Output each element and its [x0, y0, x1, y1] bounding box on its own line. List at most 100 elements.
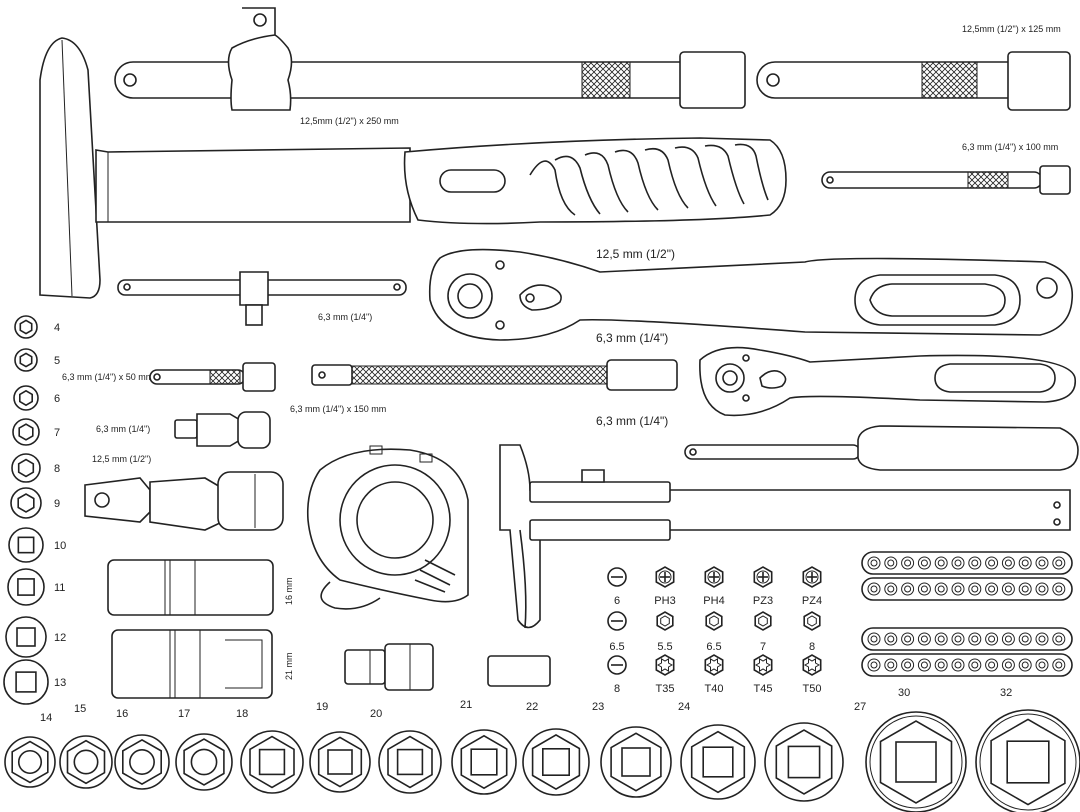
caliper [499, 444, 1071, 629]
bit: T40 [704, 654, 724, 695]
bit: 5.5 [656, 611, 674, 653]
big-socket: 22 [522, 701, 590, 796]
ext-100-label: 6,3 mm (1/4") x 100 mm [962, 142, 1058, 152]
breaker-bar-label: 12,5mm (1/2") x 250 mm [300, 116, 399, 126]
bit: 7 [754, 611, 772, 653]
ujoint-large: 12,5 mm (1/2") [84, 454, 284, 531]
big-socket: 19 [309, 701, 371, 793]
bit: PH3 [654, 566, 676, 607]
big-socket-label: 27 [854, 701, 866, 713]
big-socket-label: 18 [236, 708, 248, 720]
big-sockets: 14 15 16 17 18 19 20 21 22 23 24 27 30 32 [4, 687, 1080, 812]
spark-21-label: 21 mm [284, 652, 294, 680]
big-socket: 16 [114, 708, 170, 790]
small-socket-label: 7 [54, 427, 60, 439]
small-socket: 10 [8, 527, 66, 563]
big-socket: 30 [865, 687, 967, 812]
extension-125: 12,5mm (1/2") x 125 mm [756, 24, 1071, 111]
bit-label: 6.5 [706, 641, 721, 653]
extension-50: 6,3 mm (1/4") x 50 mm [62, 362, 276, 392]
flex-ext-label: 6,3 mm (1/4") x 150 mm [290, 404, 386, 414]
big-socket-label: 22 [526, 701, 538, 713]
small-socket-label: 5 [54, 355, 60, 367]
bit: 6 [607, 567, 627, 607]
bit-label: 6.5 [609, 641, 624, 653]
big-socket-label: 23 [592, 701, 604, 713]
small-socket: 7 [12, 418, 60, 446]
small-socket: 11 [7, 568, 65, 606]
big-socket-label: 17 [178, 708, 190, 720]
small-tbar: 6,3 mm (1/4") [117, 271, 407, 326]
spark-socket-16: 16 mm [107, 559, 294, 616]
bit-label: T40 [705, 683, 724, 695]
bit-label: 7 [760, 641, 766, 653]
ratchet-half-label: 12,5 mm (1/2") [596, 247, 675, 261]
ratchet-half: 12,5 mm (1/2") [428, 247, 1074, 341]
adapter-socket [344, 643, 434, 691]
bit: T35 [655, 654, 675, 695]
hammer [39, 37, 787, 299]
big-socket: 20 [370, 708, 442, 794]
ext-50-label: 6,3 mm (1/4") x 50 mm [62, 372, 153, 382]
bit-label: 6 [614, 595, 620, 607]
ext-125-label: 12,5mm (1/2") x 125 mm [962, 24, 1061, 34]
bit-holder [487, 655, 551, 687]
bit: PZ3 [753, 566, 773, 607]
small-socket-label: 11 [54, 582, 65, 594]
big-socket-label: 16 [116, 708, 128, 720]
bit-label: 8 [614, 683, 620, 695]
ratchet-quarter-label-2: 6,3 mm (1/4") [596, 414, 668, 428]
ujoint-small: 6,3 mm (1/4") [96, 411, 271, 449]
bit: T50 [802, 654, 822, 695]
big-socket-label: 30 [898, 687, 910, 699]
small-sockets: 4 5 6 7 8 9 10 11 12 13 [3, 315, 66, 705]
extension-100: 6,3 mm (1/4") x 100 mm [821, 142, 1071, 195]
small-socket-label: 9 [54, 498, 60, 510]
big-socket: 23 [592, 701, 672, 798]
small-socket: 8 [11, 453, 60, 483]
big-socket: 17 [175, 708, 233, 791]
big-socket-label: 20 [370, 708, 382, 720]
small-socket-label: 8 [54, 463, 60, 475]
small-socket-label: 12 [54, 632, 66, 644]
bit: 6.5 [705, 611, 723, 653]
ratchet-quarter-label: 6,3 mm (1/4") [596, 331, 668, 345]
small-socket: 5 [14, 348, 60, 372]
bit: T45 [753, 654, 773, 695]
bit: 8 [803, 611, 821, 653]
bit-label: T35 [656, 683, 675, 695]
small-socket-label: 13 [54, 677, 66, 689]
small-socket: 13 [3, 659, 66, 705]
big-socket-label: 21 [460, 699, 472, 711]
big-socket: 18 [236, 708, 304, 794]
bit-label: 8 [809, 641, 815, 653]
small-socket-label: 4 [54, 322, 60, 334]
small-socket: 6 [13, 385, 60, 411]
small-socket-label: 6 [54, 393, 60, 405]
flex-extension: 6,3 mm (1/4") x 150 mm [290, 359, 678, 414]
bit-label: PH4 [703, 595, 724, 607]
bit-label: PZ4 [802, 595, 822, 607]
bit-label: PH3 [654, 595, 675, 607]
big-socket: 21 [451, 699, 517, 795]
bit-rack-top [861, 551, 1073, 601]
bit: PZ4 [802, 566, 822, 607]
bit-label: 5.5 [657, 641, 672, 653]
bit-rack-bottom [861, 627, 1073, 677]
big-socket-label: 15 [74, 703, 86, 715]
ratchet-quarter: 6,3 mm (1/4") [596, 331, 1076, 417]
big-socket: 14 [4, 712, 56, 788]
ujoint-large-label: 12,5 mm (1/2") [92, 454, 151, 464]
big-socket-label: 14 [40, 712, 52, 724]
big-socket: 27 [764, 701, 866, 802]
big-socket-label: 32 [1000, 687, 1012, 699]
spinner-handle: 6,3 mm (1/4") [596, 414, 1079, 471]
big-socket: 32 [975, 687, 1080, 812]
big-socket-label: 19 [316, 701, 328, 713]
big-socket-label: 24 [678, 701, 690, 713]
tbar-small-label: 6,3 mm (1/4") [318, 312, 372, 322]
ujoint-small-label: 6,3 mm (1/4") [96, 424, 150, 434]
